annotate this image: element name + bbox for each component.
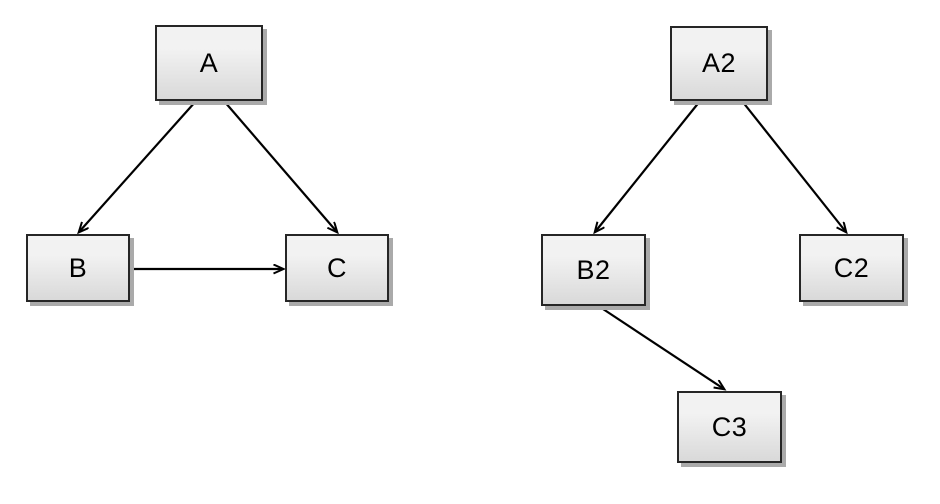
node-label-b: B [68,252,88,283]
node-c2[interactable]: C2 [799,234,904,302]
node-label-c3: C3 [711,411,748,442]
edge-a-to-b[interactable] [79,100,197,232]
edge-a2-to-c2[interactable] [741,100,846,232]
node-label-b2: B2 [576,254,611,285]
edge-a2-to-b2[interactable] [595,100,701,232]
node-c3[interactable]: C3 [677,391,782,463]
edge-b2-to-c3[interactable] [599,306,724,389]
node-b2[interactable]: B2 [541,234,646,306]
edge-a-to-c[interactable] [223,100,337,232]
node-a2[interactable]: A2 [670,26,768,101]
node-label-a: A [199,47,219,78]
node-label-c2: C2 [833,252,870,283]
node-c[interactable]: C [285,234,389,302]
node-label-a2: A2 [701,48,737,78]
node-label-c: C [327,252,347,283]
node-a[interactable]: A [155,25,263,101]
node-b[interactable]: B [26,234,130,302]
